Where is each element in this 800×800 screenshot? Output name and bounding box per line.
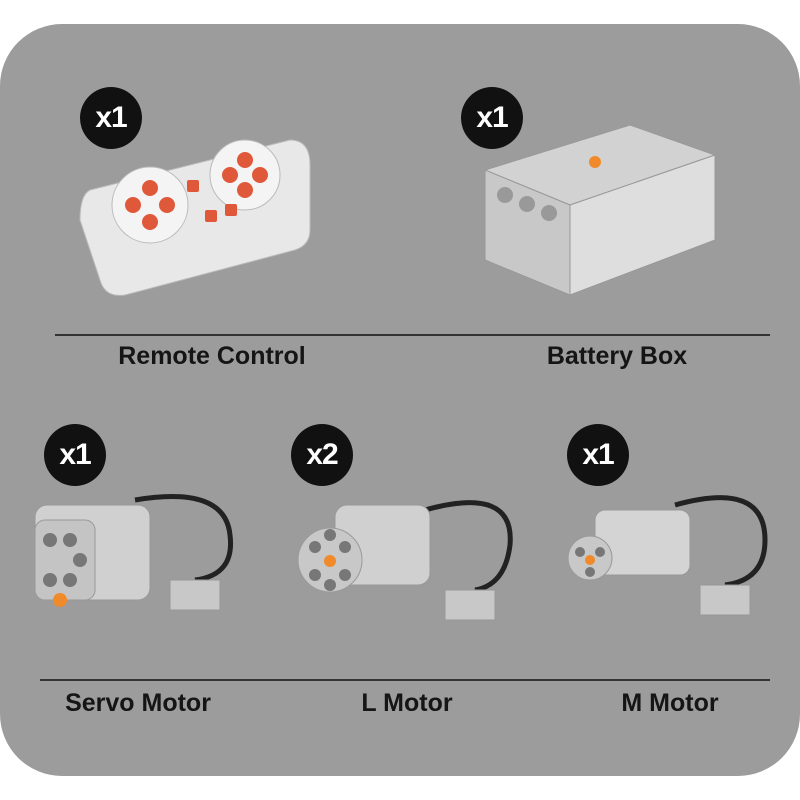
servo-motor-image	[34, 494, 234, 611]
quantity-badge-battery: x1	[461, 87, 523, 149]
label-remote-control: Remote Control	[118, 342, 306, 370]
quantity-badge-l-motor: x2	[291, 424, 353, 486]
quantity-badge-servo: x1	[44, 424, 106, 486]
remote-control-image	[79, 139, 311, 296]
quantity-badge-m-motor: x1	[567, 424, 629, 486]
label-l-motor: L Motor	[361, 689, 453, 717]
label-battery-box: Battery Box	[546, 342, 688, 370]
label-m-motor: M Motor	[621, 689, 719, 717]
l-motor-image	[297, 500, 513, 621]
battery-box-image	[483, 124, 717, 296]
label-servo-motor: Servo Motor	[65, 689, 211, 717]
divider-bottom	[40, 679, 770, 681]
divider-top	[55, 334, 770, 336]
m-motor-image	[567, 495, 768, 616]
quantity-badge-remote: x1	[80, 87, 142, 149]
